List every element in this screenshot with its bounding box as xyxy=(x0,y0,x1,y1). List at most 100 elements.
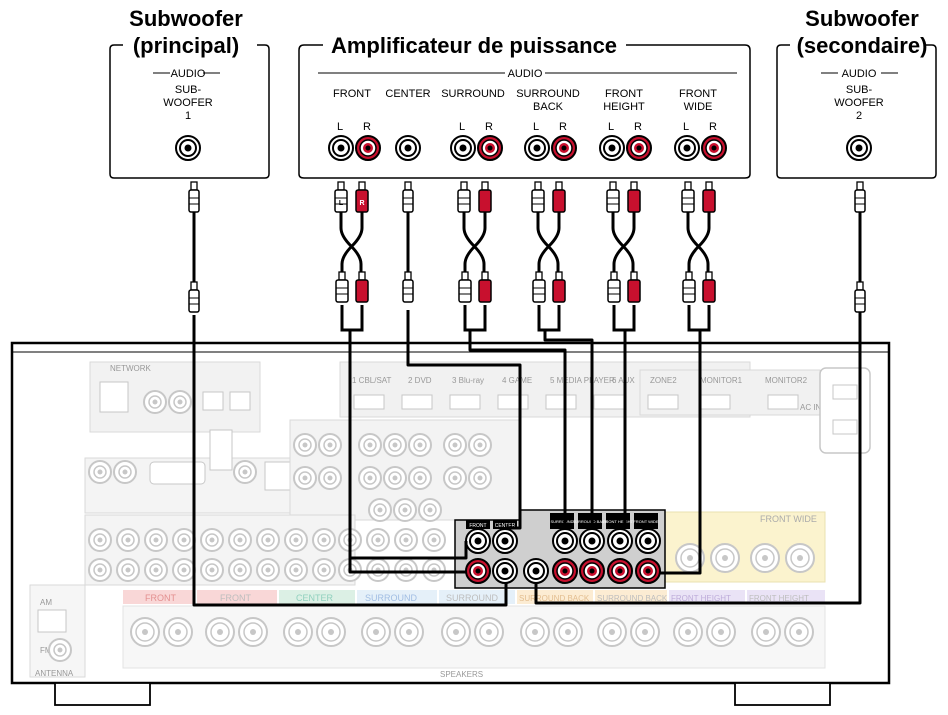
preout-front-height-r-jack xyxy=(607,558,633,584)
network-label: NETWORK xyxy=(110,364,152,373)
cable-assembly-front-wide xyxy=(681,181,716,332)
front-l-letter: L xyxy=(337,121,343,133)
spk-strip-surround-r: SURROUND xyxy=(365,593,418,603)
front-wide-block-label: FRONT WIDE xyxy=(760,514,817,524)
surround-l-letter: L xyxy=(459,121,465,133)
antenna-label: ANTENNA xyxy=(35,669,74,678)
preout-front-wide-label: FRONT WIDE xyxy=(633,519,659,524)
power-amplifier-box: AUDIO FRONT CENTER SURROUND SURROUND BAC… xyxy=(298,44,751,179)
hdmi-label-2: 2 DVD xyxy=(408,376,432,385)
amp-channel-front: FRONT xyxy=(333,88,371,100)
spk-strip-front-r: FRONT xyxy=(145,593,176,603)
preout-front-l-jack xyxy=(465,528,491,554)
preout-subwoofer2-jack xyxy=(523,558,549,584)
cable-front-r xyxy=(348,558,466,574)
ac-in-label: AC IN xyxy=(800,403,822,412)
preout-surround-r-jack xyxy=(552,558,578,584)
spk-strip-surround-back-r: SURROUND BACK xyxy=(519,594,590,603)
sub1-audio-label: AUDIO xyxy=(171,68,206,80)
amp-channel-surround-back-line2: BACK xyxy=(533,101,564,113)
hdmi-label-5: 5 MEDIA PLAYER xyxy=(550,376,615,385)
stereo-cable-assemblies: L R xyxy=(188,181,866,332)
amp-front-l-jack xyxy=(328,135,354,161)
surround-back-r-letter: R xyxy=(559,121,567,133)
preout-center-label: CENTER xyxy=(495,523,516,529)
front-wide-l-letter: L xyxy=(683,121,689,133)
plug-mark-r: R xyxy=(359,200,364,207)
sub2-title-line1: Subwoofer xyxy=(805,6,919,31)
surround-back-l-letter: L xyxy=(533,121,539,133)
amp-surround-l-jack xyxy=(450,135,476,161)
amp-channel-surround: SURROUND xyxy=(441,88,505,100)
subwoofer-1-box: AUDIO SUB- WOOFER 1 xyxy=(109,44,270,179)
preout-front-height-label: FRONT HEIGHT xyxy=(603,519,633,524)
sub2-audio-jack xyxy=(846,135,872,161)
pre-out-panel: FRONT CENTER SURROUND SURROUND BACK FRON… xyxy=(454,509,666,589)
preout-surround-back-label: SURROUND BACK xyxy=(572,519,607,524)
front-r-letter: R xyxy=(363,121,371,133)
sub1-audio-jack xyxy=(175,135,201,161)
preout-front-label: FRONT xyxy=(469,523,486,529)
hdmi-label-3: 3 Blu-ray xyxy=(452,376,484,385)
cable-assembly-surround-back xyxy=(531,181,566,332)
subwoofer-2-box: AUDIO SUB- WOOFER 2 xyxy=(776,44,937,179)
amp-front-height-l-jack xyxy=(599,135,625,161)
amp-front-wide-r-jack xyxy=(701,135,727,161)
amp-channel-surround-back-line1: SURROUND xyxy=(516,88,580,100)
preout-surround-back-l-jack xyxy=(579,528,605,554)
sub1-label-line3: 1 xyxy=(185,110,191,122)
cable-center xyxy=(406,310,522,530)
monitor1-label: MONITOR1 xyxy=(700,376,743,385)
amp-surround-back-r-jack xyxy=(551,135,577,161)
preout-front-wide-l-jack xyxy=(635,528,661,554)
spk-strip-front-height-l: FRONT HEIGHT xyxy=(749,594,809,603)
cable-assembly-center xyxy=(402,181,414,303)
amp-channel-front-wide-line1: FRONT xyxy=(679,88,717,100)
right-foot xyxy=(734,682,831,706)
preout-surround-label: SURROUND xyxy=(550,519,573,524)
amp-front-r-jack xyxy=(355,135,381,161)
left-foot xyxy=(54,682,151,706)
front-wide-r-letter: R xyxy=(709,121,717,133)
cable-assembly-subwoofer-1 xyxy=(188,181,200,313)
am-label: AM xyxy=(40,598,52,607)
sub1-title-line2: (principal) xyxy=(133,33,239,58)
hdmi-label-4: 4 GAME xyxy=(502,376,532,385)
sub1-label-line2: WOOFER xyxy=(163,97,213,109)
sub2-label-line3: 2 xyxy=(856,110,862,122)
sub1-label-line1: SUB- xyxy=(175,84,202,96)
sub2-audio-label: AUDIO xyxy=(842,68,877,80)
ac-inlet xyxy=(819,367,871,454)
spk-strip-center: CENTER xyxy=(296,593,334,603)
cable-assembly-subwoofer-2 xyxy=(854,181,866,313)
spk-strip-surround-l: SURROUND xyxy=(446,593,499,603)
cable-front-wide xyxy=(660,330,702,575)
front-height-l-letter: L xyxy=(608,121,614,133)
preout-front-height-l-jack xyxy=(607,528,633,554)
hdmi-label-1: 1 CBL/SAT xyxy=(352,376,392,385)
sub2-label-line1: SUB- xyxy=(846,84,873,96)
preout-front-r-jack xyxy=(465,558,491,584)
cable-subwoofer-1 xyxy=(192,315,508,607)
sub2-title-line2: (secondaire) xyxy=(797,33,928,58)
cable-assembly-surround xyxy=(457,181,492,332)
cable-surround xyxy=(468,330,567,529)
ethernet-port xyxy=(99,381,129,413)
cables xyxy=(192,310,862,607)
amp-channel-front-height-line2: HEIGHT xyxy=(603,101,645,113)
preout-surround-back-r-jack xyxy=(579,558,605,584)
sub1-title-line1: Subwoofer xyxy=(129,6,243,31)
surround-r-letter: R xyxy=(485,121,493,133)
sub2-label-line2: WOOFER xyxy=(834,97,884,109)
cable-front-l xyxy=(348,330,468,560)
amp-surround-back-l-jack xyxy=(524,135,550,161)
cable-assembly-front-height xyxy=(606,181,641,332)
cable-assembly-front: L R xyxy=(334,181,369,332)
amp-surround-r-jack xyxy=(477,135,503,161)
spk-strip-front-l: FRONT xyxy=(220,593,251,603)
plug-mark-l: L xyxy=(339,200,344,207)
amp-center-jack xyxy=(395,135,421,161)
speakers-label: SPEAKERS xyxy=(440,670,483,679)
